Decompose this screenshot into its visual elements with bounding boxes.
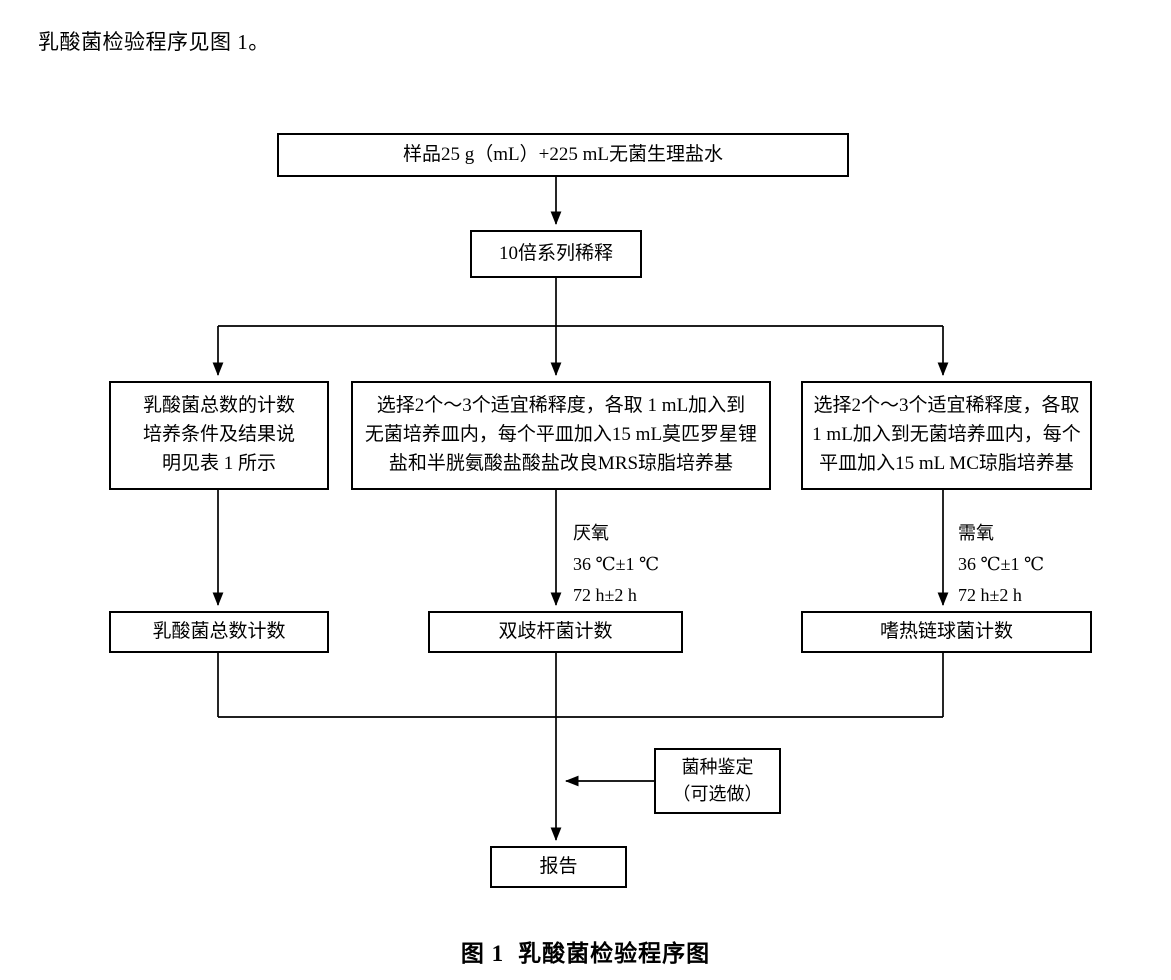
node-total-info-line-1: 乳酸菌总数的计数 bbox=[142, 395, 295, 417]
annotation-anaerobic-line-1: 厌氧 bbox=[573, 523, 609, 543]
annotation-anaerobic-line-3: 72 h±2 h bbox=[573, 584, 637, 605]
figure-caption-label: 图 1 bbox=[460, 941, 505, 966]
annotation-anaerobic-line-2: 36 ℃±1 ℃ bbox=[573, 553, 660, 574]
node-ident-line-2: （可选做） bbox=[672, 784, 763, 804]
node-report-text: 报告 bbox=[539, 855, 578, 877]
node-mc-line-2: 1 mL加入到无菌培养皿内，每个 bbox=[812, 424, 1081, 446]
figure-caption: 图 1 乳酸菌检验程序图 bbox=[0, 934, 1171, 968]
annotation-aerobic-line-2: 36 ℃±1 ℃ bbox=[958, 553, 1045, 574]
node-mc-line-1: 选择2个～3个适宜稀释度，各取 bbox=[813, 395, 1080, 417]
node-strep-text: 嗜热链球菌计数 bbox=[879, 620, 1013, 642]
node-report[interactable]: 报告 bbox=[490, 846, 627, 888]
node-dilution[interactable]: 10倍系列稀释 bbox=[470, 230, 642, 278]
node-total-count-text: 乳酸菌总数计数 bbox=[152, 620, 286, 642]
annotation-anaerobic: 厌氧 36 ℃±1 ℃ 72 h±2 h bbox=[573, 518, 659, 611]
node-bifido-text: 双歧杆菌计数 bbox=[498, 620, 613, 642]
node-species-identification[interactable]: 菌种鉴定 （可选做） bbox=[654, 748, 781, 814]
node-bifidobacterium-count[interactable]: 双歧杆菌计数 bbox=[428, 611, 683, 653]
node-mc-plate[interactable]: 选择2个～3个适宜稀释度，各取 1 mL加入到无菌培养皿内，每个 平皿加入15 … bbox=[801, 381, 1092, 490]
node-sample[interactable]: 样品25 g（mL）+225 mL无菌生理盐水 bbox=[277, 133, 849, 177]
figure-caption-title: 乳酸菌检验程序图 bbox=[518, 941, 711, 966]
annotation-aerobic: 需氧 36 ℃±1 ℃ 72 h±2 h bbox=[958, 518, 1044, 611]
node-mrs-line-1: 选择2个～3个适宜稀释度，各取 1 mL加入到 bbox=[376, 395, 746, 417]
node-mrs-line-2: 无菌培养皿内，每个平皿加入15 mL莫匹罗星锂 bbox=[364, 424, 758, 446]
node-total-info-line-3: 明见表 1 所示 bbox=[161, 452, 276, 474]
node-sample-text: 样品25 g（mL）+225 mL无菌生理盐水 bbox=[403, 143, 723, 165]
annotation-aerobic-line-3: 72 h±2 h bbox=[958, 584, 1022, 605]
node-ident-line-1: 菌种鉴定 bbox=[681, 756, 754, 777]
annotation-aerobic-line-1: 需氧 bbox=[958, 523, 994, 543]
node-total-count[interactable]: 乳酸菌总数计数 bbox=[109, 611, 329, 653]
node-total-count-info[interactable]: 乳酸菌总数的计数 培养条件及结果说 明见表 1 所示 bbox=[109, 381, 329, 490]
node-mrs-plate[interactable]: 选择2个～3个适宜稀释度，各取 1 mL加入到 无菌培养皿内，每个平皿加入15 … bbox=[351, 381, 771, 490]
intro-paragraph: 乳酸菌检验程序见图 1。 bbox=[38, 30, 270, 54]
node-mc-line-3: 平皿加入15 mL MC琼脂培养基 bbox=[819, 452, 1074, 474]
node-total-info-line-2: 培养条件及结果说 bbox=[142, 424, 295, 446]
node-mrs-line-3: 盐和半胱氨酸盐酸盐改良MRS琼脂培养基 bbox=[388, 452, 734, 474]
node-dilution-text: 10倍系列稀释 bbox=[498, 242, 613, 264]
node-streptococcus-count[interactable]: 嗜热链球菌计数 bbox=[801, 611, 1092, 653]
